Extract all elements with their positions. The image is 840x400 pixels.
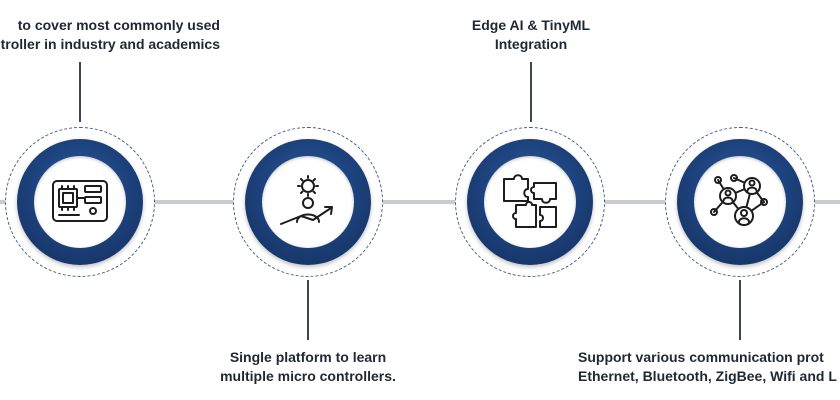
step-caption-line: Support various communication prot (578, 349, 824, 365)
puzzle-pieces-icon (500, 173, 560, 231)
step-caption-line: Ethernet, Bluetooth, ZigBee, Wifi and L (578, 368, 837, 384)
step-caption-line: Integration (494, 36, 568, 52)
step-caption-communication: Support various communication prot Ether… (578, 348, 840, 386)
step-caption-microcontroller: to cover most commonly used ntroller in … (0, 16, 220, 54)
step-caption-line: Single platform to learn (229, 349, 387, 365)
step-node-communication (665, 127, 815, 277)
step-disc (484, 156, 576, 248)
step-caption-edge-ai: Edge AI & TinyML Integration (431, 16, 631, 54)
step-caption-line: ntroller in industry and academics (0, 36, 220, 52)
step-caption-line: to cover most commonly used (17, 17, 220, 33)
step-ring (677, 139, 803, 265)
step-disc (34, 156, 126, 248)
timeline-line (0, 200, 840, 204)
step-ring (467, 139, 593, 265)
step-caption-line: multiple micro controllers. (220, 368, 396, 384)
circuit-board-icon (49, 177, 111, 227)
step-disc (262, 156, 354, 248)
step-caption-single-platform: Single platform to learn multiple micro … (188, 348, 428, 386)
connector-stem-single-platform (307, 280, 309, 340)
step-disc (694, 156, 786, 248)
step-ring (17, 139, 143, 265)
connector-stem-microcontroller (79, 62, 81, 122)
connector-stem-communication (739, 280, 741, 340)
person-growth-icon (277, 174, 339, 230)
step-node-microcontroller (5, 127, 155, 277)
step-node-single-platform (233, 127, 383, 277)
step-ring (245, 139, 371, 265)
network-people-icon (708, 172, 772, 232)
step-node-edge-ai (455, 127, 605, 277)
step-caption-line: Edge AI & TinyML (471, 17, 591, 33)
connector-stem-edge-ai (530, 62, 532, 122)
